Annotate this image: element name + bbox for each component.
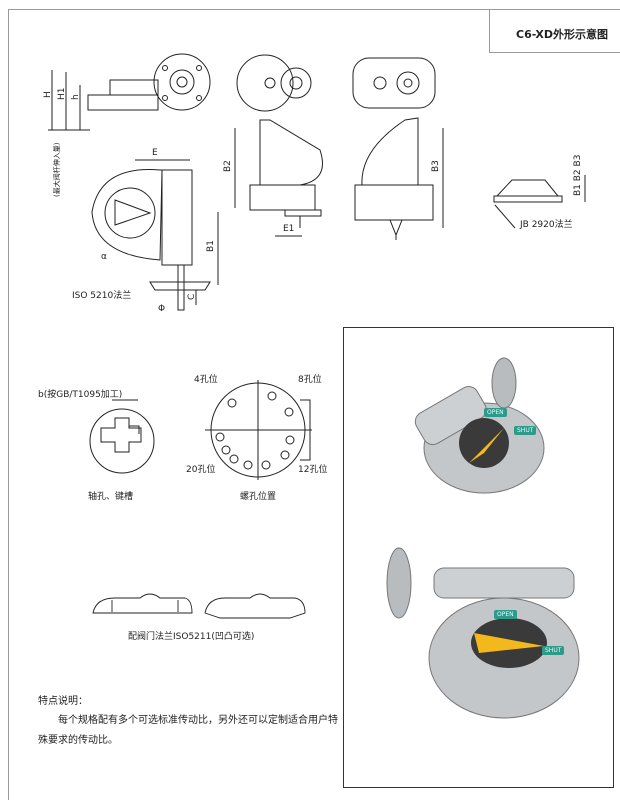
iso5210-label: ISO 5210法兰	[72, 291, 132, 301]
keyway-b-label: b(按GB/T1095加工)	[38, 390, 123, 400]
tag-shut-2: SHUT	[542, 646, 565, 655]
dim-B1: B1	[206, 240, 216, 252]
product-photos	[386, 357, 580, 719]
dim-B2: B2	[223, 160, 233, 172]
holes-4: 4孔位	[194, 375, 218, 385]
tag-open-1: OPEN	[484, 408, 507, 417]
side-view-b2	[234, 119, 323, 237]
side-view-top-left	[48, 53, 211, 131]
actuator-photo-1	[414, 357, 545, 494]
keyway-drawing	[89, 399, 155, 474]
dim-H: H	[43, 91, 53, 98]
dim-h: h	[71, 94, 81, 100]
front-view-main	[91, 159, 219, 311]
dim-H1: H1	[57, 87, 67, 101]
top-view-middle	[236, 54, 312, 112]
iso5211-label: 配阀门法兰ISO5211(凹凸可选)	[128, 632, 255, 642]
bolt-holes-caption: 螺孔位置	[240, 492, 277, 502]
dim-alpha: α	[101, 252, 107, 262]
product-photo-box: OPEN SHUT OPEN SHUT	[343, 327, 614, 788]
keyway-caption: 轴孔、键槽	[88, 492, 134, 502]
tag-open-2: OPEN	[494, 610, 517, 619]
iso5211-flanges	[92, 593, 306, 619]
dim-E1: E1	[283, 224, 295, 234]
jb2920-flange	[493, 175, 586, 229]
dim-b123: B1 B2 B3	[573, 154, 583, 196]
actuator-photo-2	[386, 547, 580, 719]
bolt-hole-drawing	[205, 380, 312, 480]
holes-8: 8孔位	[298, 375, 322, 385]
dim-C: C	[187, 293, 197, 300]
page-title: C6-XD外形示意图	[516, 28, 609, 41]
tag-shut-1: SHUT	[514, 426, 537, 435]
max-stem-label: (最大阀杆伸入量)	[53, 142, 61, 197]
dim-E: E	[152, 148, 158, 158]
holes-20: 20孔位	[186, 465, 216, 475]
dim-phi: Φ	[158, 304, 166, 314]
jb2920-label: JB 2920法兰	[520, 220, 573, 230]
title-box	[489, 9, 620, 53]
page-frame	[8, 9, 620, 800]
notes-title: 特点说明：	[38, 696, 88, 707]
holes-12: 12孔位	[298, 465, 328, 475]
dim-B3: B3	[431, 160, 441, 172]
notes-body: 每个规格配有多个可选标准传动比，另外还可以定制适合用户特殊要求的传动比。	[38, 715, 338, 746]
side-view-b3	[354, 117, 444, 240]
top-view-right	[352, 57, 436, 109]
